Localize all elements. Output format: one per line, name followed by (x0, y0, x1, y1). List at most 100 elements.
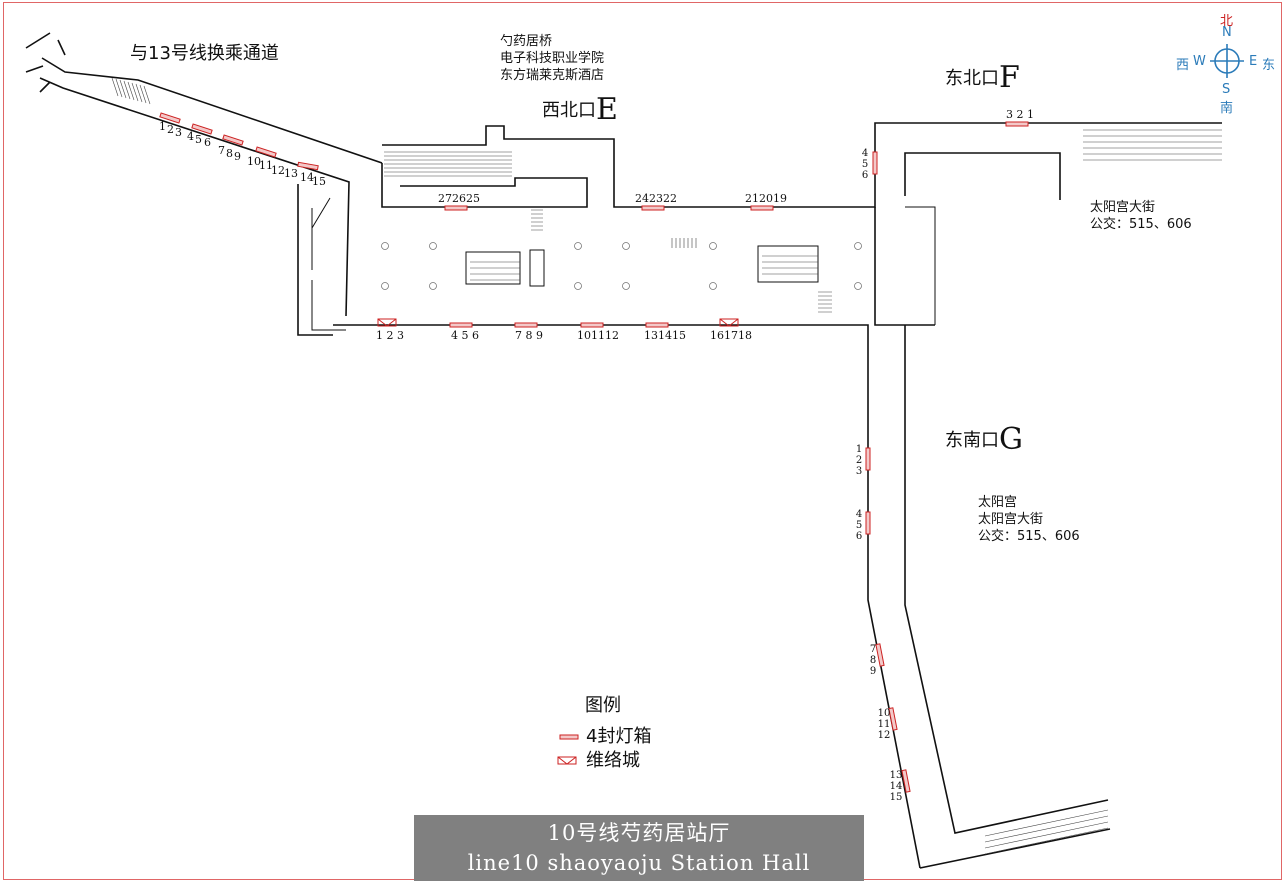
compass-south-cn: 南 (1220, 101, 1234, 116)
exit-f-info: 太阳宫大街 公交：515、606 (1090, 199, 1192, 233)
ad-number: 5 (855, 520, 863, 531)
ad-number: 6 (204, 136, 211, 149)
ad-number: 101112 (577, 329, 619, 342)
transfer-corridor-bottom-wall (39, 77, 350, 317)
ad-number: 9 (234, 150, 241, 163)
hall-stair-right (818, 291, 832, 313)
ad-number: 6 (861, 170, 869, 181)
hall-bottom-wall (333, 324, 921, 869)
exit-f-info-line: 公交：515、606 (1090, 217, 1192, 232)
legend-item-lightbox: 4封灯箱 (586, 726, 652, 747)
exit-g-info-line: 太阳宫大街 (978, 512, 1044, 527)
ad-number: 7 8 9 (515, 329, 543, 342)
ad-number: 5 (195, 133, 202, 146)
transfer-corridor-label: 与13号线换乘通道 (130, 43, 279, 64)
compass-east: E (1249, 54, 1258, 69)
ad-number: 4 (187, 130, 194, 143)
exit-e-letter: E (596, 92, 618, 127)
ad-number: 15 (889, 792, 903, 803)
ad-number: 10 (247, 155, 261, 168)
ad-number: 11 (877, 719, 891, 730)
exit-f-name: 东北口 (945, 68, 999, 89)
exit-g-label: 东南口G (945, 425, 1023, 455)
left-block-inner (311, 197, 346, 331)
ad-number: 14 (889, 781, 903, 792)
ad-number: 8 (226, 147, 233, 160)
compass-south: S (1222, 82, 1231, 97)
compass-north: N (1222, 25, 1232, 40)
title-box: 10号线芍药居站厅 line10 shaoyaoju Station Hall (414, 815, 864, 881)
transfer-entry-top (25, 32, 66, 56)
legend-item-wireless: 维络城 (586, 750, 640, 771)
ad-wireless (377, 318, 739, 765)
exit-g-name: 东南口 (945, 430, 999, 451)
ad-number: 7 (218, 144, 225, 157)
ad-number: 1 (855, 444, 863, 455)
ad-number: 131415 (644, 329, 686, 342)
g-corridor-right-wall (904, 325, 1109, 834)
compass-east-cn: 东 (1262, 58, 1276, 73)
ad-light-boxes (159, 112, 1029, 793)
g-escalator (984, 809, 1109, 855)
ad-number: 14 (300, 171, 314, 184)
ad-number: 242322 (635, 192, 677, 205)
exit-g-info: 太阳宫 太阳宫大街 公交：515、606 (978, 494, 1080, 545)
ad-number: 4 5 6 (451, 329, 479, 342)
exit-f-letter: F (999, 60, 1020, 95)
title-en: line10 shaoyaoju Station Hall (467, 851, 811, 875)
f-escalator (1083, 129, 1222, 161)
compass-west-cn: 西 (1176, 58, 1190, 73)
exit-f-info-line: 太阳宫大街 (1090, 200, 1156, 215)
ad-number: 15 (312, 175, 326, 188)
transfer-entry-bottom (25, 65, 51, 93)
ad-number: 12 (877, 730, 891, 741)
escalator-hatching (111, 77, 1222, 855)
hall-stair-small (671, 238, 697, 248)
exit-g-letter: G (999, 422, 1023, 457)
exit-e-name: 西北口 (542, 100, 596, 121)
compass-icon (1210, 44, 1244, 78)
f-hall-right (905, 206, 936, 325)
ad-number: 2 (855, 455, 863, 466)
exit-e-info-line: 勺药居桥 (500, 34, 553, 49)
ad-number: 4 (861, 148, 869, 159)
ad-number: 1 (159, 120, 166, 133)
stair-block-2 (757, 245, 819, 283)
hall-escalator-1 (470, 261, 520, 281)
ad-number: 3 (855, 466, 863, 477)
compass-west: W (1193, 54, 1206, 69)
exit-g-info-line: 太阳宫 (978, 495, 1018, 510)
ad-number: 4 (855, 509, 863, 520)
ad-number: 161718 (710, 329, 752, 342)
ad-number: 2 (167, 123, 174, 136)
hall-stair-e (531, 209, 543, 231)
ad-number: 13 (889, 770, 903, 781)
ad-number: 8 (869, 655, 877, 666)
hall-top-wall (381, 122, 1222, 208)
ad-number: 1 2 3 (376, 329, 404, 342)
hall-escalator-2 (762, 255, 818, 275)
exit-e-info: 勺药居桥 电子科技职业学院 东方瑞莱克斯酒店 (500, 33, 604, 84)
ad-number: 10 (877, 708, 891, 719)
title-cn: 10号线芍药居站厅 (547, 821, 731, 845)
ad-number: 11 (259, 159, 273, 172)
e-escalator (384, 151, 512, 177)
exit-g-info-line: 公交：515、606 (978, 529, 1080, 544)
compass-north-cn: 北 (1220, 14, 1234, 29)
left-block-wall (297, 184, 333, 336)
ad-number: 12 (271, 164, 285, 177)
transfer-escalator (111, 77, 151, 105)
ad-number: 9 (869, 666, 877, 677)
ad-number: 6 (855, 531, 863, 542)
e-exit-outline (382, 125, 516, 146)
transfer-corridor-top-wall (41, 57, 383, 164)
ad-number: 272625 (438, 192, 480, 205)
ad-number: 13 (284, 167, 298, 180)
ad-number: 212019 (745, 192, 787, 205)
